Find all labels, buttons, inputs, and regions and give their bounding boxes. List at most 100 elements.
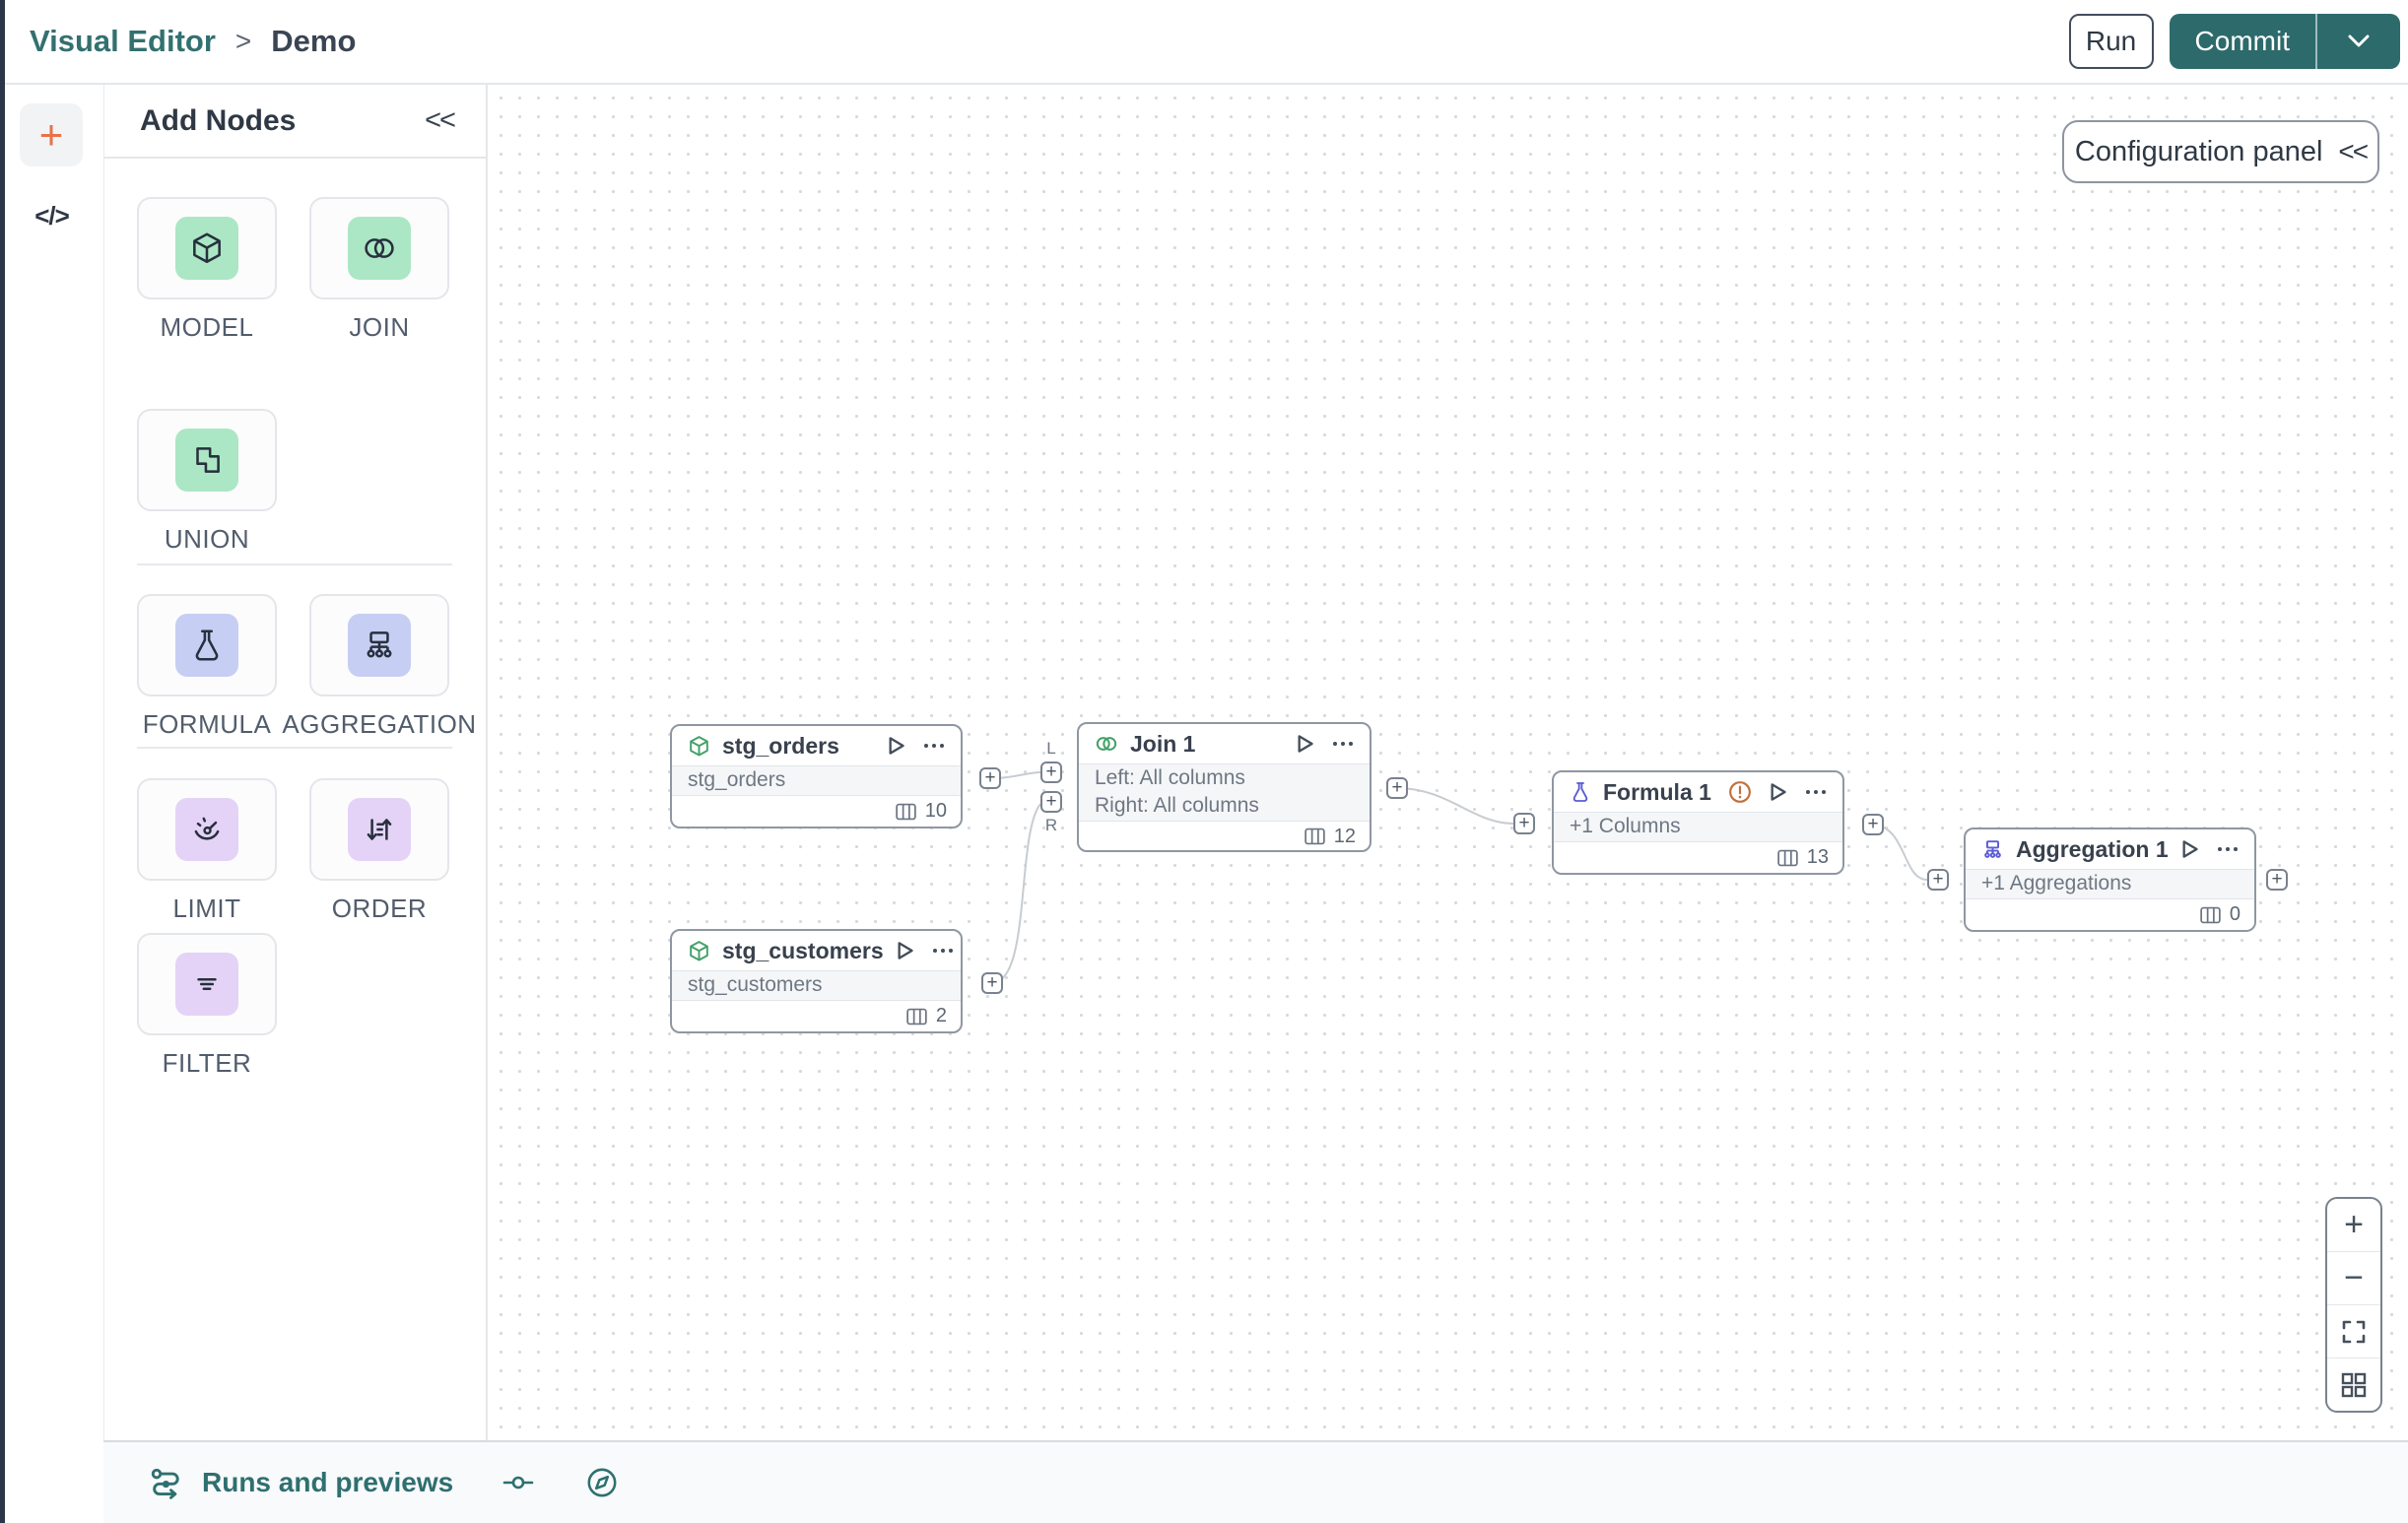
node-footer: 0 (1966, 899, 2254, 930)
union-squares-icon (175, 429, 238, 492)
port-aggregation-input[interactable]: + (1927, 869, 1949, 891)
palette-tile-label: FORMULA (142, 709, 272, 739)
warning-icon (1728, 780, 1752, 804)
fit-view-icon (2340, 1318, 2368, 1346)
run-node-icon[interactable] (886, 735, 906, 757)
node-stg-orders[interactable]: stg_orders stg_orders 10 (670, 724, 963, 828)
commit-dropdown-button[interactable] (2317, 14, 2400, 69)
columns-icon (1304, 828, 1325, 845)
join-circles-icon (1094, 731, 1119, 757)
compass-icon[interactable] (583, 1464, 621, 1501)
runs-and-previews-button[interactable]: Runs and previews (147, 1463, 453, 1502)
model-cube-icon (687, 734, 711, 759)
column-count: 0 (2229, 903, 2241, 925)
run-node-icon[interactable] (2179, 838, 2200, 860)
node-header: Aggregation 1 (1966, 829, 2254, 869)
columns-icon (2200, 906, 2221, 924)
limit-gauge-icon (175, 798, 238, 861)
chevron-down-icon (2346, 33, 2372, 50)
node-footer: 12 (1079, 822, 1370, 850)
columns-icon (906, 1008, 927, 1026)
port-stg-customers-output[interactable]: + (981, 972, 1003, 994)
configuration-panel-toggle[interactable]: Configuration panel << (2062, 120, 2379, 183)
breadcrumb-root-link[interactable]: Visual Editor (30, 24, 216, 58)
grid-squares-icon (2339, 1370, 2369, 1400)
commit-slider-icon[interactable] (501, 1465, 536, 1500)
node-title: Aggregation 1 (2016, 835, 2169, 862)
collapse-panel-button[interactable]: << (425, 104, 456, 136)
join-right-summary: Right: All columns (1095, 794, 1259, 818)
port-formula-input[interactable]: + (1513, 813, 1535, 834)
column-count: 10 (924, 800, 947, 822)
run-button[interactable]: Run (2068, 14, 2154, 69)
node-menu-icon[interactable] (2216, 845, 2240, 853)
node-title: Formula 1 (1603, 778, 1711, 805)
aggregation-summary: +1 Aggregations (1981, 872, 2132, 895)
bottom-bar: Runs and previews (103, 1440, 2408, 1523)
join-left-port-label: L (1046, 739, 1056, 758)
node-body: +1 Aggregations (1966, 869, 2254, 899)
palette-tile-label: JOIN (349, 312, 410, 342)
order-sort-icon (348, 798, 411, 861)
port-formula-output[interactable]: + (1862, 814, 1884, 835)
columns-icon (1777, 849, 1798, 867)
port-join-right-input[interactable]: + (1040, 791, 1062, 813)
node-header: Formula 1 (1554, 772, 1842, 812)
zoom-out-button[interactable]: − (2327, 1252, 2380, 1305)
port-join-left-input[interactable]: + (1040, 762, 1062, 783)
port-aggregation-output[interactable]: + (2266, 869, 2288, 891)
node-header: stg_orders (672, 726, 961, 765)
run-node-icon[interactable] (895, 940, 915, 961)
node-menu-icon[interactable] (1331, 740, 1355, 748)
palette-tile-label: LIMIT (172, 894, 241, 923)
node-aggregation-1[interactable]: Aggregation 1 +1 Aggregations 0 (1964, 828, 2256, 932)
node-header: stg_customers (672, 931, 961, 970)
node-menu-icon[interactable] (931, 947, 955, 955)
commit-button[interactable]: Commit (2194, 26, 2290, 56)
formula-summary: +1 Columns (1570, 815, 1681, 838)
node-stg-customers[interactable]: stg_customers stg_customers 2 (670, 929, 963, 1033)
palette-tile-formula[interactable]: FORMULA (137, 594, 277, 740)
node-formula-1[interactable]: Formula 1 +1 Columns 13 (1552, 770, 1844, 875)
palette-tile-limit[interactable]: LIMIT (137, 778, 277, 924)
port-join-output[interactable]: + (1386, 777, 1408, 799)
palette-tile-filter[interactable]: FILTER (137, 933, 277, 1079)
palette-tile-label: UNION (164, 524, 250, 554)
breadcrumb-current: Demo (271, 24, 357, 58)
zoom-in-button[interactable]: + (2327, 1199, 2380, 1252)
model-cube-icon (175, 217, 238, 280)
edge-join-to-formula (1396, 787, 1514, 825)
palette-tile-label: MODEL (160, 312, 254, 342)
node-body: Left: All columns Right: All columns (1079, 763, 1370, 822)
commit-split-button: Commit (2169, 14, 2400, 69)
add-nodes-panel: Add Nodes << MODEL JOIN UNION (103, 85, 488, 1440)
commit-divider (2315, 14, 2317, 69)
palette-title-row: Add Nodes << (104, 85, 486, 159)
run-node-icon[interactable] (1295, 733, 1315, 755)
node-menu-icon[interactable] (1804, 788, 1828, 796)
code-view-button[interactable]: </> (0, 201, 103, 232)
fit-view-button[interactable] (2327, 1305, 2380, 1358)
run-node-icon[interactable] (1768, 781, 1788, 803)
node-join-1[interactable]: Join 1 Left: All columns Right: All colu… (1077, 722, 1371, 852)
join-circles-icon (348, 217, 411, 280)
port-stg-orders-output[interactable]: + (979, 767, 1001, 789)
palette-tile-union[interactable]: UNION (137, 409, 277, 555)
node-body: stg_customers (672, 970, 961, 1001)
join-left-summary: Left: All columns (1095, 766, 1245, 789)
node-menu-icon[interactable] (922, 742, 946, 750)
node-subtitle: stg_orders (688, 768, 786, 792)
palette-tile-model[interactable]: MODEL (137, 197, 277, 343)
window-edge-strip (0, 0, 5, 1523)
palette-tile-label: ORDER (331, 894, 428, 923)
palette-tile-join[interactable]: JOIN (309, 197, 449, 343)
palette-tile-aggregation[interactable]: AGGREGATION (282, 594, 476, 740)
add-node-rail-button[interactable]: + (20, 103, 83, 166)
filter-lines-icon (175, 953, 238, 1016)
node-footer: 10 (672, 796, 961, 827)
column-count: 13 (1806, 846, 1829, 868)
palette-tile-order[interactable]: ORDER (309, 778, 449, 924)
overview-button[interactable] (2327, 1358, 2380, 1411)
flow-canvas[interactable]: Configuration panel << stg_orders stg_or… (488, 85, 2408, 1440)
